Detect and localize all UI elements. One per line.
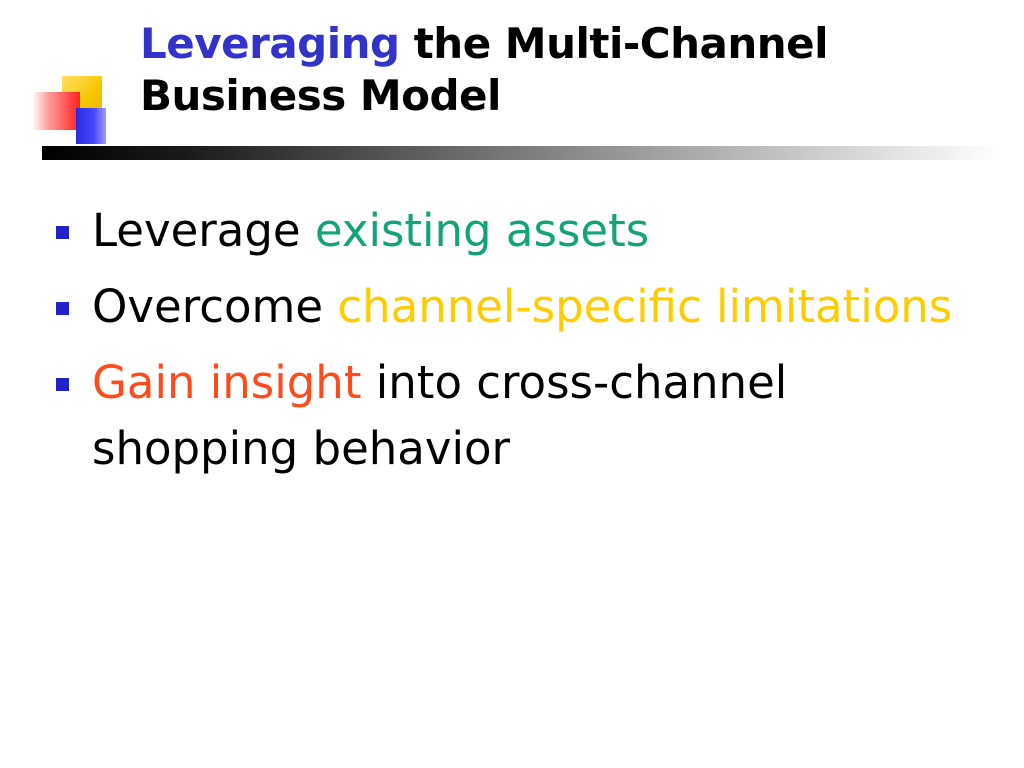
square-bullet-icon <box>56 378 69 391</box>
square-bullet-icon <box>56 302 69 315</box>
decorative-squares-logo <box>30 72 130 152</box>
bullet-text: into cross-channel shopping behavior <box>92 356 788 475</box>
bullet-highlight: existing assets <box>314 204 650 257</box>
bullet-highlight: channel-specific limitations <box>337 280 953 333</box>
blue-square <box>76 108 106 144</box>
title-rest: the Multi-Channel Business Model <box>140 19 829 120</box>
title-divider-rule <box>42 146 1000 160</box>
bullet-text: Leverage <box>92 204 315 257</box>
title-accent-word: Leveraging <box>140 19 400 68</box>
square-bullet-icon <box>56 226 69 239</box>
bullet-text: Overcome <box>92 280 338 333</box>
bullet-item: Overcome channel-specific limitations <box>56 274 986 340</box>
red-square <box>32 92 80 130</box>
bullet-item: Gain insight into cross-channel shopping… <box>56 350 986 482</box>
bullet-item: Leverage existing assets <box>56 198 986 264</box>
bullet-highlight: Gain insight <box>92 356 362 409</box>
bullet-list: Leverage existing assets Overcome channe… <box>56 198 986 492</box>
slide-title: Leveraging the Multi-Channel Business Mo… <box>140 18 1010 122</box>
